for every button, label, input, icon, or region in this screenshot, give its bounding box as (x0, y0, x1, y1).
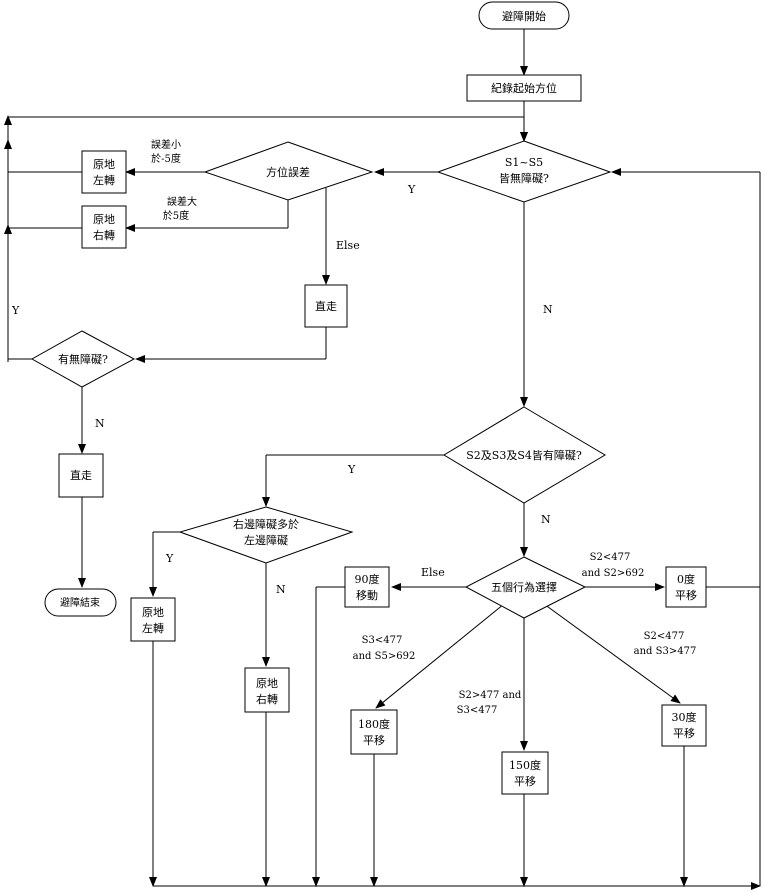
spin-left-box-2: 原地 左轉 (130, 597, 176, 642)
cond-0-line2: and S2>692 (582, 568, 645, 579)
move-90-line2: 移動 (356, 588, 378, 602)
shift-180-box: 180度 平移 (350, 709, 398, 755)
err-small-line2: 於-5度 (151, 152, 181, 165)
shift-150-box: 150度 平移 (501, 751, 549, 795)
s2s3s4-label: S2及S3及S4皆有障礙? (466, 448, 582, 462)
shift-30-line2: 平移 (673, 727, 695, 740)
n-label-obstacle: N (95, 417, 105, 430)
shift-30-box: 30度 平移 (661, 704, 707, 747)
else-label-2: Else (421, 566, 445, 579)
err-small-line1: 誤差小 (151, 138, 181, 151)
n-label-s1s5: N (543, 303, 553, 316)
spin-right-box-2: 原地 右轉 (244, 667, 290, 713)
else-label-1: Else (336, 239, 360, 252)
cond-180-line2: and S5>692 (353, 651, 416, 662)
err-large-line2: 於5度 (163, 209, 189, 222)
s2s3s4-decision: S2及S3及S4皆有障礙? (443, 406, 606, 504)
move-90-box: 90度 移動 (344, 566, 390, 608)
edge-labels: 誤差小 於-5度 誤差大 於5度 Else Y N Y N Y N Y N El… (11, 138, 696, 716)
shift-180-line1: 180度 (358, 717, 390, 731)
cond-180-line1: S3<477 (362, 635, 403, 646)
spin-right-1-line2: 右轉 (93, 228, 115, 242)
straight-box-1: 直走 (304, 284, 348, 328)
spin-right-1-line1: 原地 (93, 213, 115, 226)
spin-right-2-line1: 原地 (256, 677, 278, 690)
err-large-line1: 誤差大 (167, 195, 197, 208)
shift-0-line2: 平移 (675, 589, 697, 602)
y-label-s1s5: Y (407, 183, 416, 196)
s1s5-line1: S1~S5 (505, 156, 543, 169)
right-more-left-decision: 右邊障礙多於 左邊障礙 (178, 506, 354, 564)
spin-right-box-1: 原地 右轉 (81, 205, 127, 249)
shift-150-line1: 150度 (509, 758, 541, 772)
shift-150-line2: 平移 (514, 775, 536, 788)
cond-150-line1: S2>477 and (459, 690, 522, 701)
end-label: 避障結束 (60, 596, 100, 609)
n-label-right: N (276, 583, 286, 596)
shift-0-line1: 0度 (677, 572, 695, 586)
any-obstacle-label: 有無障礙? (58, 352, 108, 366)
heading-error-label: 方位誤差 (266, 165, 310, 179)
s1s5-decision: S1~S5 皆無障礙? (436, 140, 612, 203)
n-label-s234: N (541, 513, 551, 526)
spin-left-box-1: 原地 左轉 (81, 150, 127, 194)
shift-30-line1: 30度 (672, 710, 697, 724)
cond-30-line2: and S3>477 (634, 646, 697, 657)
five-behavior-label: 五個行為選擇 (491, 580, 557, 594)
shift-180-line2: 平移 (363, 734, 385, 747)
spin-left-2-line2: 左轉 (142, 622, 164, 635)
spin-left-1-line2: 左轉 (93, 174, 115, 187)
spin-right-2-line2: 右轉 (256, 692, 278, 706)
end-terminal: 避障結束 (44, 588, 117, 617)
start-label: 避障開始 (502, 9, 546, 23)
right-more-line2: 左邊障礙 (244, 533, 288, 547)
connectors (3, 29, 761, 890)
right-more-line1: 右邊障礙多於 (233, 517, 299, 531)
spin-left-2-line1: 原地 (142, 606, 164, 619)
y-label-loop: Y (11, 304, 20, 317)
any-obstacle-decision: 有無障礙? (30, 330, 136, 388)
y-label-right: Y (165, 552, 174, 565)
cond-150-line2: S3<477 (457, 705, 498, 716)
straight-2-label: 直走 (70, 468, 92, 482)
five-behavior-decision: 五個行為選擇 (464, 556, 587, 619)
move-90-line1: 90度 (355, 572, 380, 586)
record-heading-label: 紀錄起始方位 (491, 81, 557, 95)
s1s5-line2: 皆無障礙? (499, 171, 549, 185)
y-label-s234: Y (347, 463, 356, 476)
straight-box-2: 直走 (58, 453, 104, 498)
cond-0-line1: S2<477 (590, 552, 631, 563)
shift-0-box: 0度 平移 (665, 566, 707, 608)
record-heading-box: 紀錄起始方位 (466, 74, 582, 102)
start-terminal: 避障開始 (478, 1, 570, 30)
spin-left-1-line1: 原地 (93, 158, 115, 171)
cond-30-line1: S2<477 (644, 631, 685, 642)
straight-1-label: 直走 (315, 299, 337, 313)
heading-error-decision: 方位誤差 (203, 141, 374, 201)
